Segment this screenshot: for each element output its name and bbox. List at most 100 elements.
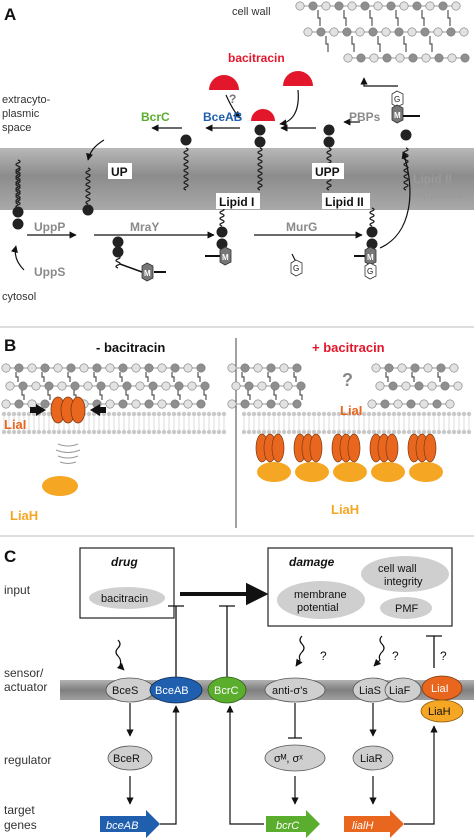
squiggle-bacitracin-bces	[115, 639, 125, 671]
lipid-head	[116, 429, 122, 435]
lipid-head	[1, 429, 7, 435]
lipid-head	[281, 429, 287, 435]
pg-b-peptide	[15, 372, 19, 382]
lipid-head	[441, 411, 447, 417]
pg-b-right-sugar	[427, 381, 437, 391]
lipid-head	[356, 429, 362, 435]
membrane-potential-label-1: membrane	[294, 589, 347, 601]
lipid-head	[266, 411, 272, 417]
pg-b-sugar	[196, 399, 206, 409]
pg-b-peptide	[47, 390, 51, 400]
lipid-head	[406, 411, 412, 417]
upps-label: UppS	[34, 265, 65, 279]
phosphate-bead	[12, 206, 24, 218]
row-label-sensor-2: actuator	[4, 680, 47, 694]
pg-b-sugar	[44, 381, 54, 391]
panel-b-letter: B	[4, 336, 16, 355]
liah-label-left: LiaH	[10, 508, 38, 523]
pg-b-peptide	[241, 372, 245, 382]
pg-b-sugar	[40, 363, 50, 373]
liah-c	[420, 699, 464, 723]
lipid-head	[131, 411, 137, 417]
lipid-head	[136, 411, 142, 417]
pg-a3-sugar	[460, 53, 470, 63]
pg-b-sugar	[174, 381, 184, 391]
lipid-head	[296, 429, 302, 435]
pg-b-sugar	[118, 363, 128, 373]
lipid-head	[171, 429, 177, 435]
svg-text:M: M	[394, 111, 401, 120]
lipid-head	[416, 429, 422, 435]
lipid-head	[461, 429, 467, 435]
lipid-head	[281, 411, 287, 417]
isoprenoid-chain	[115, 255, 121, 269]
pg-b-sugar	[1, 363, 11, 373]
pg-a2-sugar	[381, 27, 391, 37]
question-mark: ?	[229, 92, 236, 106]
pg-b-sugar	[257, 381, 267, 391]
row-label-target-2: genes	[4, 818, 37, 832]
lipid-head	[26, 429, 32, 435]
inhibit-liai-damage	[426, 635, 442, 668]
svg-text:G: G	[367, 267, 373, 276]
bcer-label: BceR	[113, 753, 140, 765]
pg-a2-sugar	[316, 27, 326, 37]
question-antisigma: ?	[320, 649, 327, 663]
lipid-head	[436, 429, 442, 435]
pg-b-right-sugar	[406, 399, 416, 409]
lipid-head	[116, 411, 122, 417]
lipid-head	[311, 411, 317, 417]
pg-b-sugar	[70, 381, 80, 391]
lipid-head	[341, 411, 347, 417]
pmf-input	[380, 597, 432, 619]
sigma-factors	[264, 744, 326, 772]
pg-b-peptide	[145, 372, 149, 382]
lipid-head	[286, 411, 292, 417]
lipid-head	[341, 429, 347, 435]
liah-c-label: LiaH	[428, 706, 451, 718]
sigma-label: σᴹ, σˣ	[274, 753, 303, 765]
row-label-target-1: target	[4, 803, 35, 817]
arrow-bceab-expression	[160, 705, 180, 825]
lipid-head	[386, 429, 392, 435]
pg-b-sugar	[183, 363, 193, 373]
lipid-head	[266, 429, 272, 435]
peptidoglycan-mesh-cell-wall	[295, 1, 470, 63]
lipid-head	[291, 429, 297, 435]
pg-a2-sugar	[329, 27, 339, 37]
lipid-head	[316, 429, 322, 435]
pg-a1-peptide	[343, 10, 347, 26]
gene-lialh-label: lialH	[352, 820, 373, 832]
squiggle-damage-antisigma	[295, 635, 305, 667]
pg-a1-sugar	[295, 1, 305, 11]
svg-text:G: G	[293, 264, 299, 273]
bceab-transporter	[149, 676, 203, 704]
liah-oligomer	[333, 462, 367, 482]
inhibit-bcrc-drug	[219, 605, 235, 678]
lipid-head	[11, 429, 17, 435]
svg-text:M: M	[367, 253, 374, 262]
pg-b-right-sugar	[445, 399, 455, 409]
lipid-head	[251, 429, 257, 435]
pg-b-sugar	[1, 399, 11, 409]
pg-b-sugar	[105, 363, 115, 373]
pg-b-sugar	[157, 399, 167, 409]
signal-squiggles	[115, 635, 385, 671]
pg-b-sugar	[148, 381, 158, 391]
pg-b-sugar	[122, 381, 132, 391]
pg-a2-peptide	[377, 36, 381, 52]
lipid-head	[276, 411, 282, 417]
lipid-head	[291, 411, 297, 417]
pg-b-peptide	[293, 372, 297, 382]
pg-b-right-sugar	[393, 399, 403, 409]
pg-a3-sugar	[421, 53, 431, 63]
arrow-bacitracin-bind	[279, 89, 299, 127]
pg-b-sugar	[18, 381, 28, 391]
pg-a3-sugar	[434, 53, 444, 63]
liai-label-left: LiaI	[4, 417, 26, 432]
pg-b-sugar	[53, 363, 63, 373]
gene-bceab-arrow	[100, 810, 160, 838]
bacitracin-molecule	[283, 71, 313, 86]
up-label: UP	[111, 165, 128, 179]
bceab-label: BceAB	[203, 110, 243, 124]
